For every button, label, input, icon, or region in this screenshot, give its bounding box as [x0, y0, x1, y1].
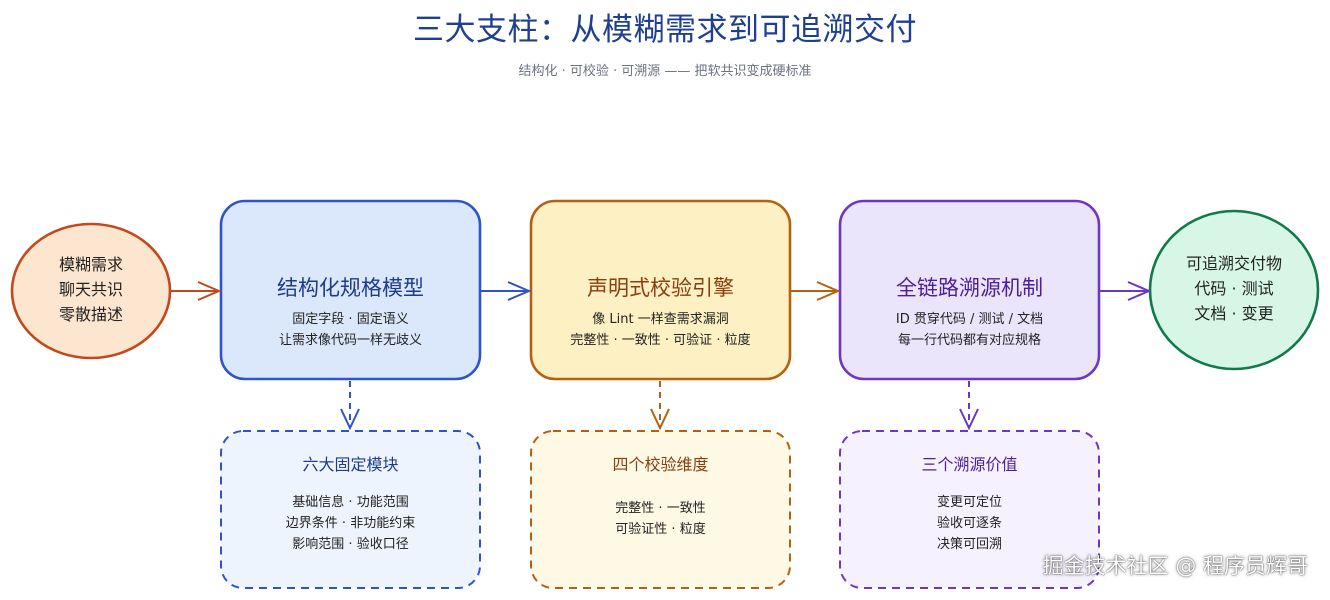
detail-line: 完整性 · 一致性 [615, 501, 706, 516]
watermark: 掘金技术社区 @ 程序员辉哥 [1042, 554, 1308, 578]
pillar-box-structured [219, 199, 482, 381]
pillar-line: 固定字段 · 固定语义 [292, 312, 409, 327]
arrow-traceability-to-detail [959, 381, 979, 431]
output-line: 代码 · 测试 [1194, 279, 1274, 298]
detail-validation: 四个校验维度 完整性 · 一致性 可验证性 · 粒度 [531, 453, 790, 540]
detail-box-traceability [839, 430, 1100, 589]
detail-line: 边界条件 · 非功能约束 [285, 516, 416, 531]
pillar-validation: 声明式校验引擎 像 Lint 一样查需求漏洞 完整性 · 一致性 · 可验证 ·… [531, 274, 790, 351]
pillar-title: 全链路溯源机制 [896, 276, 1043, 300]
page-subtitle: 结构化 · 可校验 · 可溯源 —— 把软共识变成硬标准 [518, 64, 812, 79]
arrow-validation-to-traceability [791, 281, 841, 301]
input-line: 零散描述 [58, 305, 123, 324]
detail-title: 四个校验维度 [612, 455, 709, 474]
pillar-box-traceability [838, 199, 1101, 381]
output-circle [1148, 209, 1320, 371]
page-title: 三大支柱：从模糊需求到可追溯交付 [413, 12, 917, 48]
pillar-line: 让需求像代码一样无歧义 [278, 333, 422, 348]
pillar-line: ID 贯穿代码 / 测试 / 文档 [895, 312, 1044, 327]
arrow-structured-to-detail [340, 381, 360, 431]
pillar-traceability: 全链路溯源机制 ID 贯穿代码 / 测试 / 文档 每一行代码都有对应规格 [840, 274, 1099, 351]
arrow-validation-to-detail [650, 381, 670, 431]
output-label: 可追溯交付物 代码 · 测试 文档 · 变更 [1152, 251, 1316, 326]
detail-line: 变更可定位 [936, 495, 1002, 510]
input-line: 模糊需求 [58, 255, 123, 274]
pillar-box-validation [529, 199, 792, 381]
pillar-line: 像 Lint 一样查需求漏洞 [592, 312, 729, 327]
pillar-title: 声明式校验引擎 [587, 276, 734, 300]
input-label: 模糊需求 聊天共识 零散描述 [12, 252, 170, 327]
detail-line: 验收可逐条 [936, 516, 1002, 531]
detail-title: 六大固定模块 [302, 455, 399, 474]
detail-line: 基础信息 · 功能范围 [292, 495, 409, 510]
pillar-structured: 结构化规格模型 固定字段 · 固定语义 让需求像代码一样无歧义 [221, 274, 480, 351]
detail-line: 影响范围 · 验收口径 [292, 537, 409, 552]
pillar-line: 完整性 · 一致性 · 可验证 · 粒度 [570, 333, 751, 348]
detail-box-structured [220, 430, 481, 589]
detail-line: 决策可回溯 [936, 537, 1002, 552]
output-line: 可追溯交付物 [1185, 254, 1282, 273]
pillar-title: 结构化规格模型 [277, 276, 424, 300]
input-line: 聊天共识 [58, 280, 123, 299]
output-line: 文档 · 变更 [1194, 304, 1274, 323]
detail-traceability: 三个溯源价值 变更可定位 验收可逐条 决策可回溯 [840, 453, 1099, 555]
arrow-traceability-to-output [1100, 281, 1152, 301]
detail-structured: 六大固定模块 基础信息 · 功能范围 边界条件 · 非功能约束 影响范围 · 验… [221, 453, 480, 555]
pillar-line: 每一行代码都有对应规格 [897, 333, 1041, 348]
detail-title: 三个溯源价值 [921, 455, 1018, 474]
detail-line: 可验证性 · 粒度 [615, 522, 706, 537]
detail-box-validation [530, 430, 791, 589]
arrow-structured-to-validation [481, 281, 532, 301]
arrow-input-to-structured [171, 281, 222, 301]
input-circle [10, 222, 172, 360]
